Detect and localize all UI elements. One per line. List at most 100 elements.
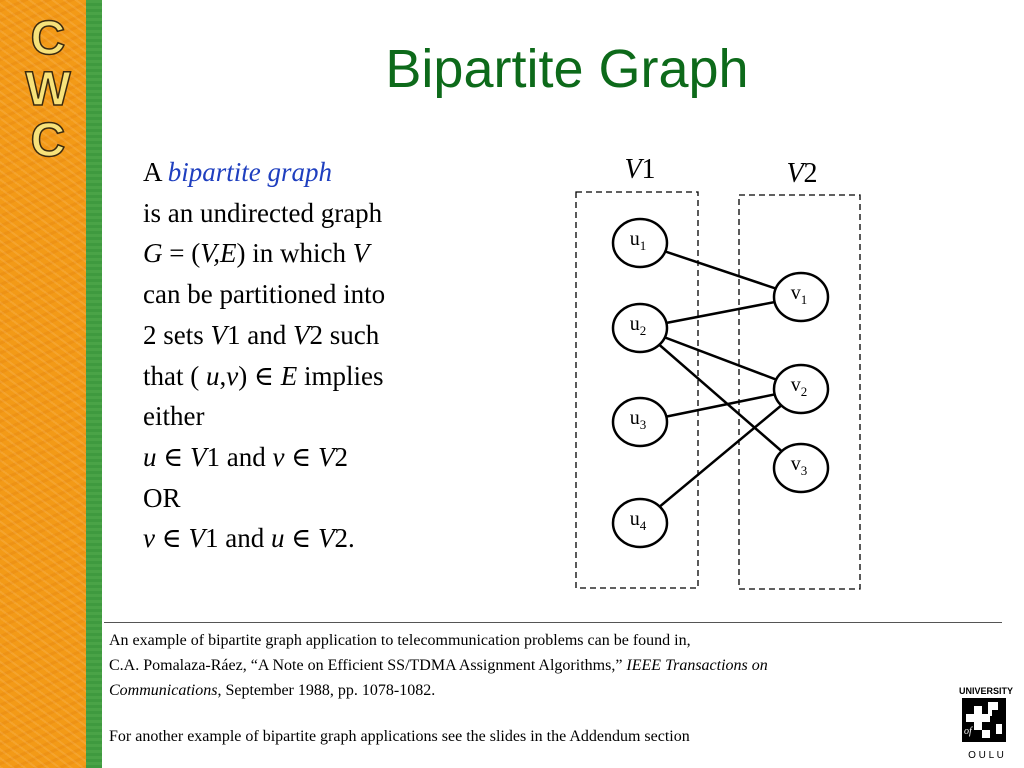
cwc-logo: C W C [25, 11, 73, 160]
definition-text: A bipartite graph is an undirected graph… [143, 152, 473, 559]
node-u2: u2 [611, 302, 669, 354]
text-span: v [226, 360, 239, 391]
text-span: u [143, 441, 157, 472]
sidebar-stripe [86, 0, 102, 768]
node-circle-v1 [772, 271, 830, 323]
term-bipartite-graph: bipartite graph [167, 157, 333, 187]
text-span: 1 and [204, 523, 271, 554]
def-line-9: OR [143, 482, 181, 513]
node-v3: v3 [772, 442, 830, 494]
text-span: , [219, 360, 227, 391]
text-span: V [188, 523, 205, 554]
text-span: G [143, 238, 163, 269]
university-of-oulu-logo: UNIVERSITY of O U L U [959, 686, 1013, 761]
logo-letter-w: W [25, 63, 71, 116]
set-v2-box [738, 194, 861, 590]
text-span: V [317, 523, 335, 554]
text-span: ∈ [284, 441, 318, 472]
set-label-v1-rest: 1 [642, 154, 656, 185]
text-span: u [270, 523, 285, 554]
node-circle-u4 [611, 497, 669, 549]
text-span: ∈ [284, 523, 318, 554]
logo-letter-c2: C [31, 114, 66, 160]
text-span: V [352, 238, 370, 269]
node-circle-v3 [772, 442, 830, 494]
def-line-5: 2 sets V1 and V2 such [143, 315, 473, 356]
text-span: u [205, 360, 220, 391]
set-label-v1-italic: V [624, 154, 644, 185]
def-line-7: either [143, 401, 205, 432]
text-span: implies [297, 360, 384, 391]
node-label-v1: v1 [791, 282, 808, 307]
text-span: V [190, 441, 207, 472]
text-span: 2 sets [143, 319, 211, 350]
journal-name-cont: Communications [109, 682, 218, 699]
sidebar-background: C W C [0, 0, 86, 768]
text-span: 1 and [227, 319, 293, 350]
node-v2: v2 [772, 363, 830, 415]
footer-line-2: C.A. Pomalaza-Ráez, “A Note on Efficient… [109, 653, 989, 678]
def-line-1: A bipartite graph [143, 152, 473, 193]
logo-university-text: UNIVERSITY [959, 686, 1013, 696]
def-line-3: G = (V,E) in which V [143, 233, 473, 274]
text-span: V [210, 319, 228, 350]
text-span: V,E [200, 238, 237, 269]
node-u3: u3 [611, 396, 669, 448]
node-label-u4: u4 [630, 508, 647, 533]
set-label-v1: V1 [624, 154, 655, 185]
node-label-u2: u2 [630, 313, 647, 338]
edge-u4-v2 [639, 388, 802, 524]
footer-line-1: An example of bipartite graph applicatio… [109, 632, 691, 649]
text-span: E [280, 360, 298, 391]
footer-gap [109, 703, 989, 724]
text-span: 2 [334, 441, 348, 472]
logo-oulu-text: O U L U [968, 750, 1004, 761]
slide-title: Bipartite Graph [385, 39, 749, 99]
footer-references: An example of bipartite graph applicatio… [109, 628, 989, 749]
footer-divider [104, 622, 1002, 623]
def-line-8: u ∈ V1 and v ∈ V2 [143, 437, 473, 478]
graph-nodes: u1 u2 u3 u4 v1 v2 v3 [611, 217, 830, 549]
logo-emblem [962, 698, 1006, 742]
node-label-v2: v2 [791, 374, 808, 399]
node-label-v3: v3 [791, 453, 808, 478]
node-label-u3: u3 [630, 407, 647, 432]
text-span: 2. [334, 523, 355, 554]
def-line-10: v ∈ V1 and u ∈ V2. [143, 518, 473, 559]
set-v1-box [575, 191, 699, 589]
edge-u2-v3 [639, 327, 802, 469]
text-span: V [317, 441, 335, 472]
bipartite-graph-diagram: V1 V2 u1 u2 u3 u4 v1 v2 v3 [575, 154, 861, 590]
node-circle-u3 [611, 396, 669, 448]
node-label-u1: u1 [630, 228, 647, 253]
set-label-v2: V2 [786, 158, 817, 189]
text-span: v [272, 441, 285, 472]
def-line-4: can be partitioned into [143, 279, 386, 310]
text-span: A [143, 157, 168, 187]
text-span: v [143, 523, 155, 554]
text-span: , September 1988, pp. 1078-1082. [217, 682, 436, 699]
set-labels: V1 V2 [624, 154, 817, 189]
node-u1: u1 [611, 217, 669, 269]
text-span: 1 and [206, 441, 273, 472]
footer-addendum-note: For another example of bipartite graph a… [109, 728, 690, 745]
footer-line-3: Communications, September 1988, pp. 1078… [109, 678, 989, 703]
text-span: V [292, 319, 310, 350]
edge-u2-v2 [639, 326, 802, 391]
edge-u1-v1 [639, 241, 802, 299]
node-u4: u4 [611, 497, 669, 549]
def-line-2: is an undirected graph [143, 197, 383, 228]
text-span: ∈ [154, 523, 189, 554]
text-span: ) ∈ [238, 360, 281, 391]
text-span: C.A. Pomalaza-Ráez, “A Note on Efficient… [109, 657, 627, 674]
journal-name: IEEE Transactions on [626, 657, 768, 674]
text-span: that ( [143, 360, 206, 391]
text-span: ) in which [236, 238, 353, 269]
def-line-6: that ( u,v) ∈ E implies [143, 356, 473, 397]
logo-letter-c1: C [31, 12, 66, 65]
node-v1: v1 [772, 271, 830, 323]
text-span: = ( [162, 238, 201, 269]
node-circle-u2 [611, 302, 669, 354]
text-span: ∈ [156, 441, 190, 472]
text-span: 2 such [309, 319, 380, 350]
